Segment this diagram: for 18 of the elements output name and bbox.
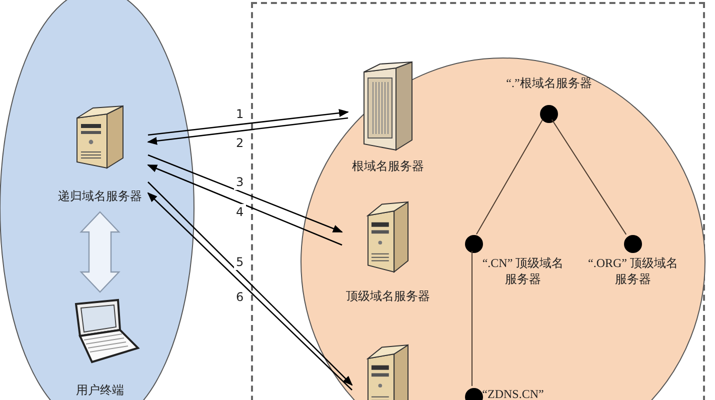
arrow	[148, 154, 343, 233]
node-label: 用户终端	[76, 382, 124, 398]
node-label: “.CN” 顶级域名服务器	[481, 255, 565, 287]
dashed-frame	[251, 2, 705, 400]
node-label: 顶级域名服务器	[346, 288, 430, 304]
node-label: 递归域名服务器	[58, 188, 142, 204]
step-number: 5	[234, 254, 246, 270]
arrow	[148, 109, 349, 136]
node-label: “.ORG” 顶级域名服务器	[587, 255, 679, 287]
node-label: 根域名服务器	[352, 158, 424, 174]
arrow	[147, 117, 348, 145]
arrow	[147, 164, 342, 246]
step-number: 3	[234, 174, 246, 190]
double-arrow	[80, 211, 120, 293]
node-label: “ZDNS.CN”	[481, 386, 545, 400]
tree-line	[551, 119, 627, 235]
tree-line	[476, 119, 543, 235]
node-label: “.”根域名服务器	[505, 75, 593, 91]
